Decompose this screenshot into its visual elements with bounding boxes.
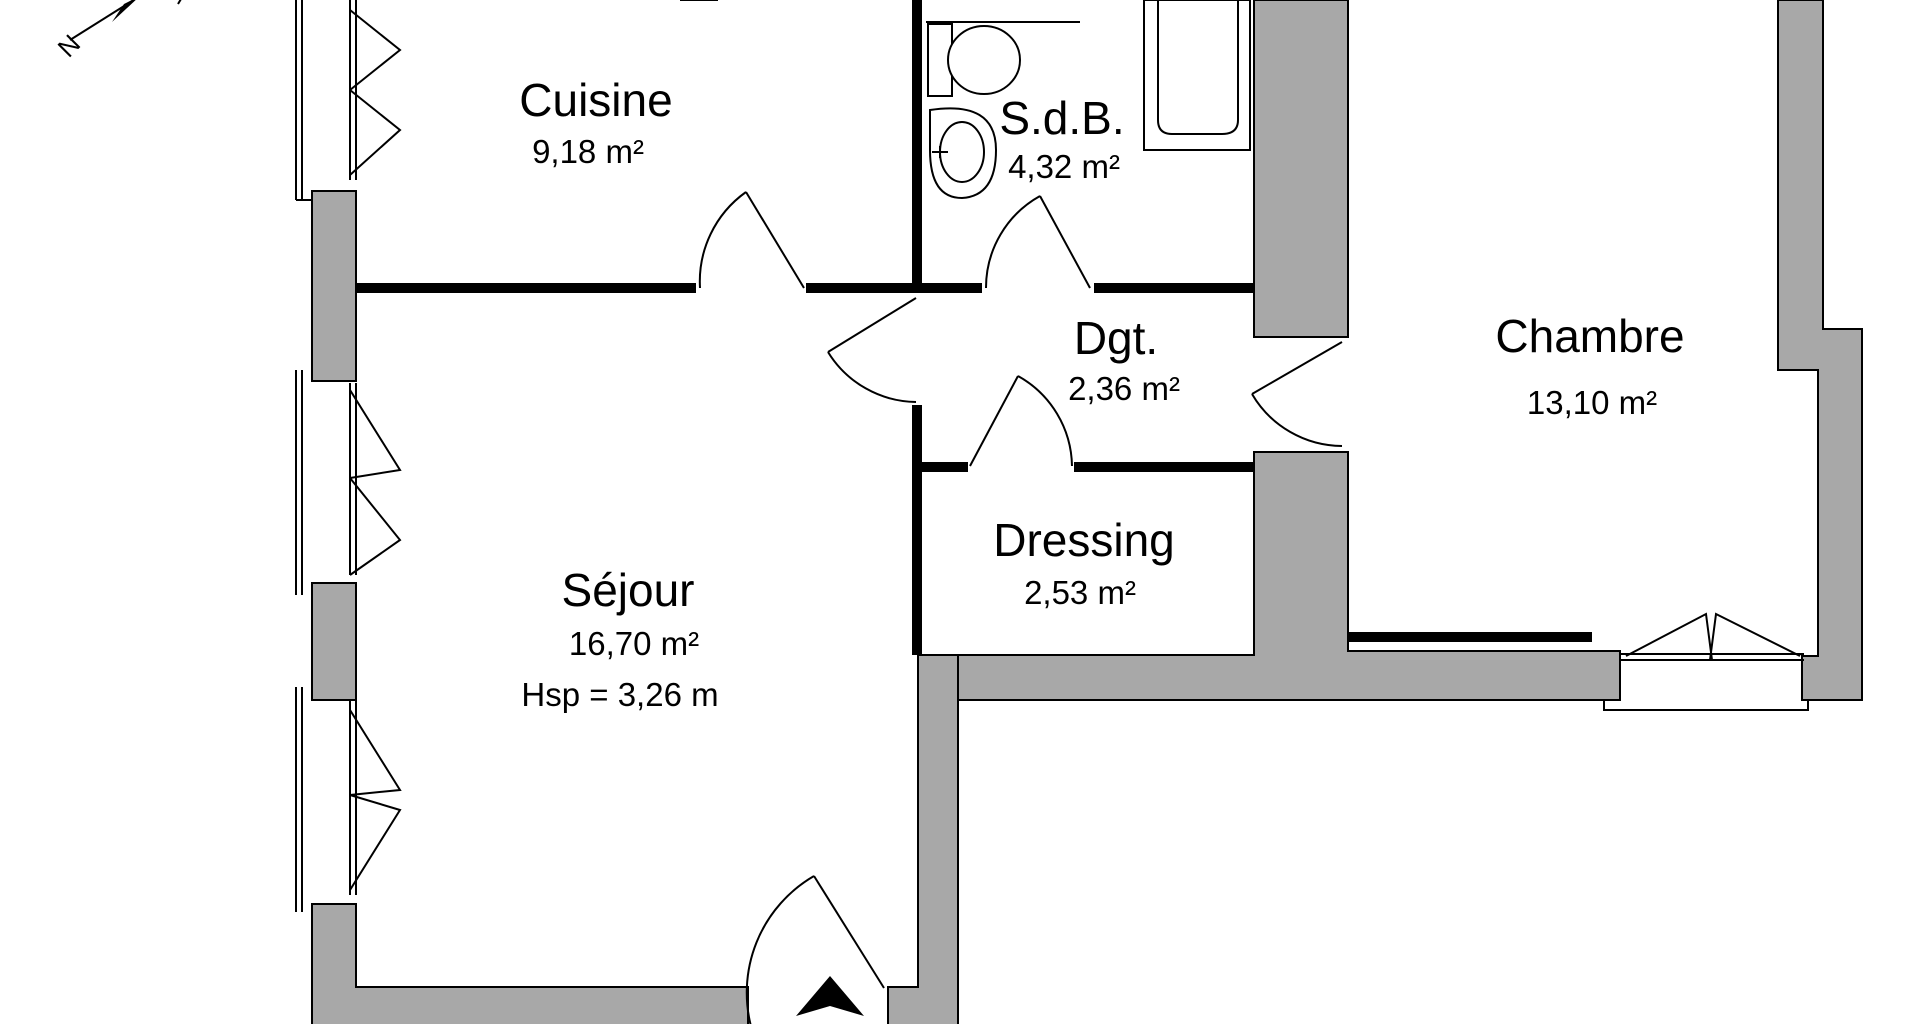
room-name: Séjour	[562, 564, 695, 616]
room-sdb: S.d.B. 4,32 m²	[999, 92, 1124, 185]
room-cuisine: Cuisine 9,18 m²	[519, 74, 672, 170]
partition-chambre-south	[1348, 632, 1592, 642]
room-name: Dressing	[993, 514, 1175, 566]
partition-sdb-south-b	[1094, 283, 1254, 293]
room-area: 4,32 m²	[1008, 148, 1120, 185]
room-area: 13,10 m²	[1527, 384, 1657, 421]
wall-sdb-chambre	[1253, 0, 1349, 338]
door-kitchen	[698, 191, 805, 289]
partition-kitchen-sdb	[912, 0, 922, 293]
partition-dressing-north-b	[1074, 462, 1254, 472]
room-area: 16,70 m²	[569, 625, 699, 662]
toilet	[927, 23, 1021, 97]
partition-dressing-north-a	[916, 462, 968, 472]
room-area: 2,36 m²	[1068, 370, 1180, 407]
door-sdb	[984, 195, 1091, 289]
room-name: Chambre	[1495, 310, 1684, 362]
partition-sdb-south-a	[916, 283, 982, 293]
room-area: 9,18 m²	[532, 133, 644, 170]
room-dgt: Dgt. 2,36 m²	[1068, 312, 1180, 407]
partition-sejour-dgt	[912, 405, 922, 655]
wall-left-pier-2	[311, 582, 357, 701]
window-chambre	[1603, 612, 1809, 711]
window-sejour-1	[295, 370, 402, 595]
wall-bottom-left	[311, 903, 749, 1024]
room-dressing: Dressing 2,53 m²	[993, 514, 1175, 611]
door-chambre	[1251, 341, 1343, 447]
partition-kitchen-south-a	[356, 283, 696, 293]
bathtub	[1143, 0, 1251, 151]
room-sejour: Séjour 16,70 m² Hsp = 3,26 m	[521, 564, 718, 713]
room-name: S.d.B.	[999, 92, 1124, 144]
sink	[929, 107, 998, 200]
entrance-arrow-icon	[796, 976, 864, 1016]
wall-horizontal-south	[918, 451, 1621, 701]
wall-left-pier-1	[311, 190, 357, 382]
door-dressing	[969, 375, 1073, 467]
room-area: 2,53 m²	[1024, 574, 1136, 611]
room-ceiling-height: Hsp = 3,26 m	[521, 676, 718, 713]
wall-bottom-center	[887, 654, 959, 1024]
compass: N	[52, 0, 182, 63]
room-name: Cuisine	[519, 74, 672, 126]
wall-right-facade	[1777, 0, 1863, 701]
room-chambre: Chambre 13,10 m²	[1495, 310, 1684, 421]
window-sejour-2	[295, 687, 402, 912]
window-kitchen	[295, 0, 402, 201]
room-name: Dgt.	[1074, 312, 1158, 364]
door-entrance	[745, 875, 885, 1024]
door-sejour-dgt	[827, 297, 917, 403]
partition-kitchen-south-b	[806, 283, 916, 293]
